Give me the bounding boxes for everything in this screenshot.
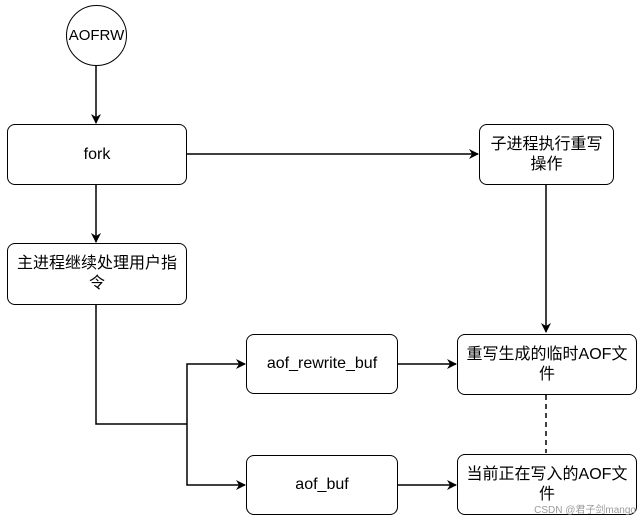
node-aof-buf: aof_buf — [246, 455, 398, 515]
node-temp-aof-file: 重写生成的临时AOF文件 — [457, 334, 637, 395]
watermark: CSDN @君子剑mango — [534, 505, 636, 516]
node-aofrw-start: AOFRW — [66, 5, 127, 66]
edge-main-to-branch — [95, 305, 187, 425]
node-fork: fork — [7, 124, 187, 185]
node-current-aof-file: 当前正在写入的AOF文件 — [457, 454, 637, 515]
edge-branch-to-aof-buf — [186, 424, 246, 490]
node-main-process-continue: 主进程继续处理用户指令 — [7, 243, 187, 305]
edge-branch-to-rewrite-buf — [186, 359, 246, 424]
node-aof-rewrite-buf: aof_rewrite_buf — [246, 334, 398, 394]
node-child-process-rewrite: 子进程执行重写操作 — [479, 124, 614, 185]
